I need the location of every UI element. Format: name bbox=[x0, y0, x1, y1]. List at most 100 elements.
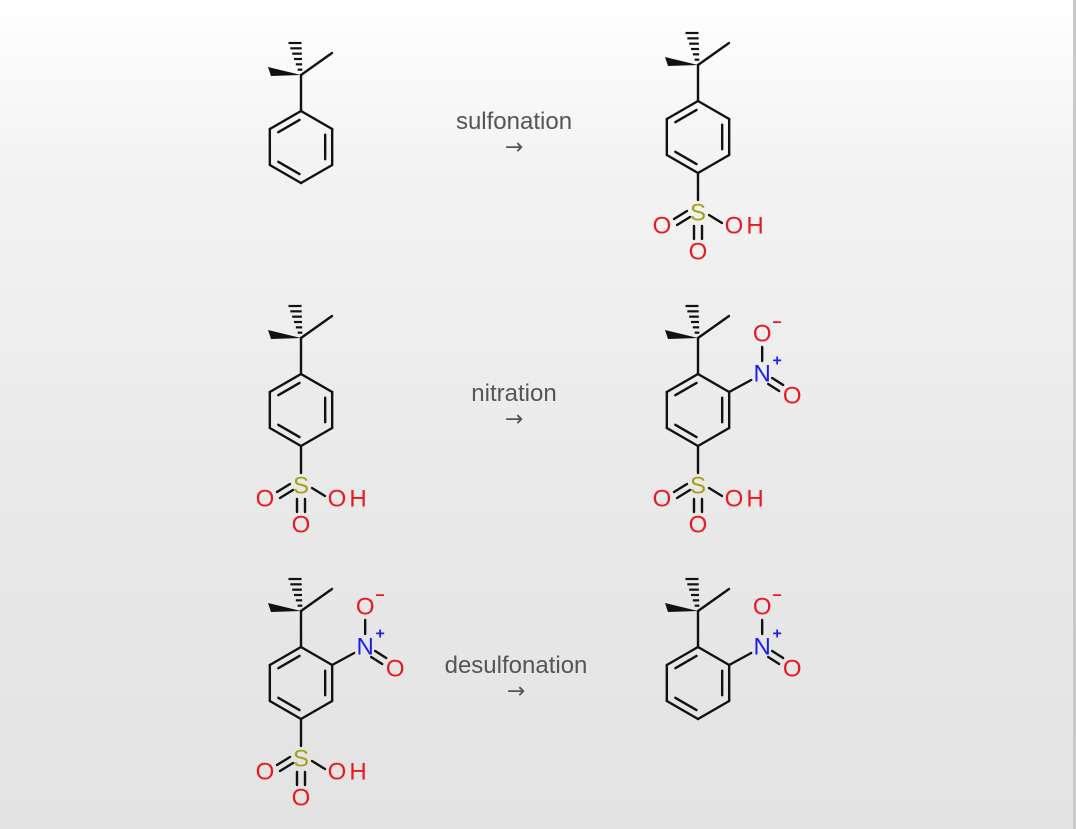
nitrogen-atom: N bbox=[357, 634, 374, 661]
hydroxyl-oxygen: O bbox=[328, 759, 347, 786]
sulfur-atom: S bbox=[293, 473, 309, 500]
bond-s-o-double bbox=[672, 482, 689, 494]
oxygen-atom: O bbox=[653, 486, 672, 513]
ring-bond bbox=[268, 699, 303, 721]
bond-n-o-double bbox=[770, 649, 785, 660]
nitrogen-atom: N bbox=[754, 361, 771, 388]
oxygen-atom: O bbox=[356, 594, 375, 621]
wedge-bond bbox=[665, 57, 698, 66]
window-edge bbox=[1073, 0, 1076, 829]
bond-s-o-double bbox=[672, 209, 689, 221]
hydroxyl-hydrogen: H bbox=[746, 213, 763, 240]
ring-bond bbox=[665, 426, 700, 448]
bond-methyl bbox=[696, 314, 731, 340]
double-bond-inner bbox=[277, 118, 301, 134]
ring-bond bbox=[665, 372, 700, 394]
ring-bond bbox=[299, 109, 334, 131]
sulfur-atom: S bbox=[690, 200, 706, 227]
oxygen-negative-charge: − bbox=[773, 315, 782, 332]
wedge-bond bbox=[268, 603, 301, 612]
reaction-step-3: desulfonation→ bbox=[445, 652, 588, 704]
reaction-step-2: nitration→ bbox=[471, 380, 556, 432]
ring-bond bbox=[268, 645, 303, 667]
ring-bond bbox=[696, 153, 731, 175]
bond-aryl-nitrogen bbox=[727, 651, 753, 667]
double-bond-inner bbox=[674, 150, 698, 166]
hydroxyl-hydrogen: H bbox=[349, 486, 366, 513]
bond-methyl bbox=[299, 587, 334, 613]
bond-s-o-double bbox=[675, 488, 692, 500]
ring-bond bbox=[299, 645, 334, 667]
bond-methyl bbox=[696, 587, 731, 613]
double-bond-inner bbox=[674, 654, 698, 670]
ring-bond bbox=[665, 99, 700, 121]
ring-bond bbox=[299, 699, 334, 721]
oxygen-atom: O bbox=[256, 486, 275, 513]
reaction-arrow: → bbox=[507, 679, 525, 704]
oxygen-negative-charge: − bbox=[773, 588, 782, 605]
reaction-step-1: sulfonation→ bbox=[456, 108, 572, 160]
bond-s-oh bbox=[310, 759, 327, 771]
hydroxyl-oxygen: O bbox=[725, 486, 744, 513]
oxygen-atom: O bbox=[783, 383, 802, 410]
double-bond-inner bbox=[674, 108, 698, 124]
bond-n-o-double bbox=[369, 655, 384, 666]
ring-bond bbox=[665, 153, 700, 175]
oxygen-atom: O bbox=[753, 321, 772, 348]
ring-bond bbox=[696, 645, 731, 667]
oxygen-atom: O bbox=[753, 594, 772, 621]
bond-methyl bbox=[299, 314, 334, 340]
bond-s-o-double bbox=[278, 488, 295, 500]
hydroxyl-oxygen: O bbox=[725, 213, 744, 240]
oxygen-atom: O bbox=[386, 656, 405, 683]
ring-bond bbox=[268, 109, 303, 131]
molecule-tert-butylbenzene bbox=[268, 41, 334, 185]
bond-s-o-double bbox=[275, 482, 292, 494]
bond-aryl-nitrogen bbox=[727, 378, 753, 394]
wedge-bond bbox=[665, 330, 698, 339]
sulfur-atom: S bbox=[690, 473, 706, 500]
oxygen-atom: O bbox=[783, 656, 802, 683]
bond-s-oh bbox=[707, 213, 724, 225]
reaction-label: desulfonation bbox=[445, 652, 588, 679]
oxygen-atom: O bbox=[292, 785, 311, 812]
ring-bond bbox=[299, 163, 334, 185]
double-bond-inner bbox=[674, 423, 698, 439]
sulfur-atom: S bbox=[293, 746, 309, 773]
bond-n-o-double bbox=[766, 655, 781, 666]
oxygen-atom: O bbox=[292, 512, 311, 539]
oxygen-atom: O bbox=[689, 239, 708, 266]
double-bond-inner bbox=[674, 381, 698, 397]
bond-s-o-double bbox=[278, 761, 295, 773]
bond-methyl bbox=[299, 51, 334, 77]
reaction-arrow: → bbox=[505, 135, 523, 160]
wedge-bond bbox=[665, 603, 698, 612]
double-bond-inner bbox=[277, 381, 301, 397]
bond-s-o-double bbox=[675, 215, 692, 227]
ring-bond bbox=[268, 372, 303, 394]
double-bond-inner bbox=[277, 160, 301, 176]
nitrogen-positive-charge: + bbox=[773, 626, 782, 643]
bond-n-o-double bbox=[770, 376, 785, 387]
reaction-arrow: → bbox=[505, 407, 523, 432]
hydroxyl-oxygen: O bbox=[328, 486, 347, 513]
double-bond-inner bbox=[277, 654, 301, 670]
bond-methyl bbox=[696, 41, 731, 67]
bond-s-oh bbox=[310, 486, 327, 498]
double-bond-inner bbox=[674, 696, 698, 712]
ring-bond bbox=[299, 426, 334, 448]
nitrogen-positive-charge: + bbox=[773, 353, 782, 370]
bond-n-o-double bbox=[766, 382, 781, 393]
double-bond-inner bbox=[277, 423, 301, 439]
reaction-label: nitration bbox=[471, 380, 556, 407]
bond-s-oh bbox=[707, 486, 724, 498]
hydroxyl-hydrogen: H bbox=[746, 486, 763, 513]
nitrogen-positive-charge: + bbox=[376, 626, 385, 643]
double-bond-inner bbox=[277, 696, 301, 712]
